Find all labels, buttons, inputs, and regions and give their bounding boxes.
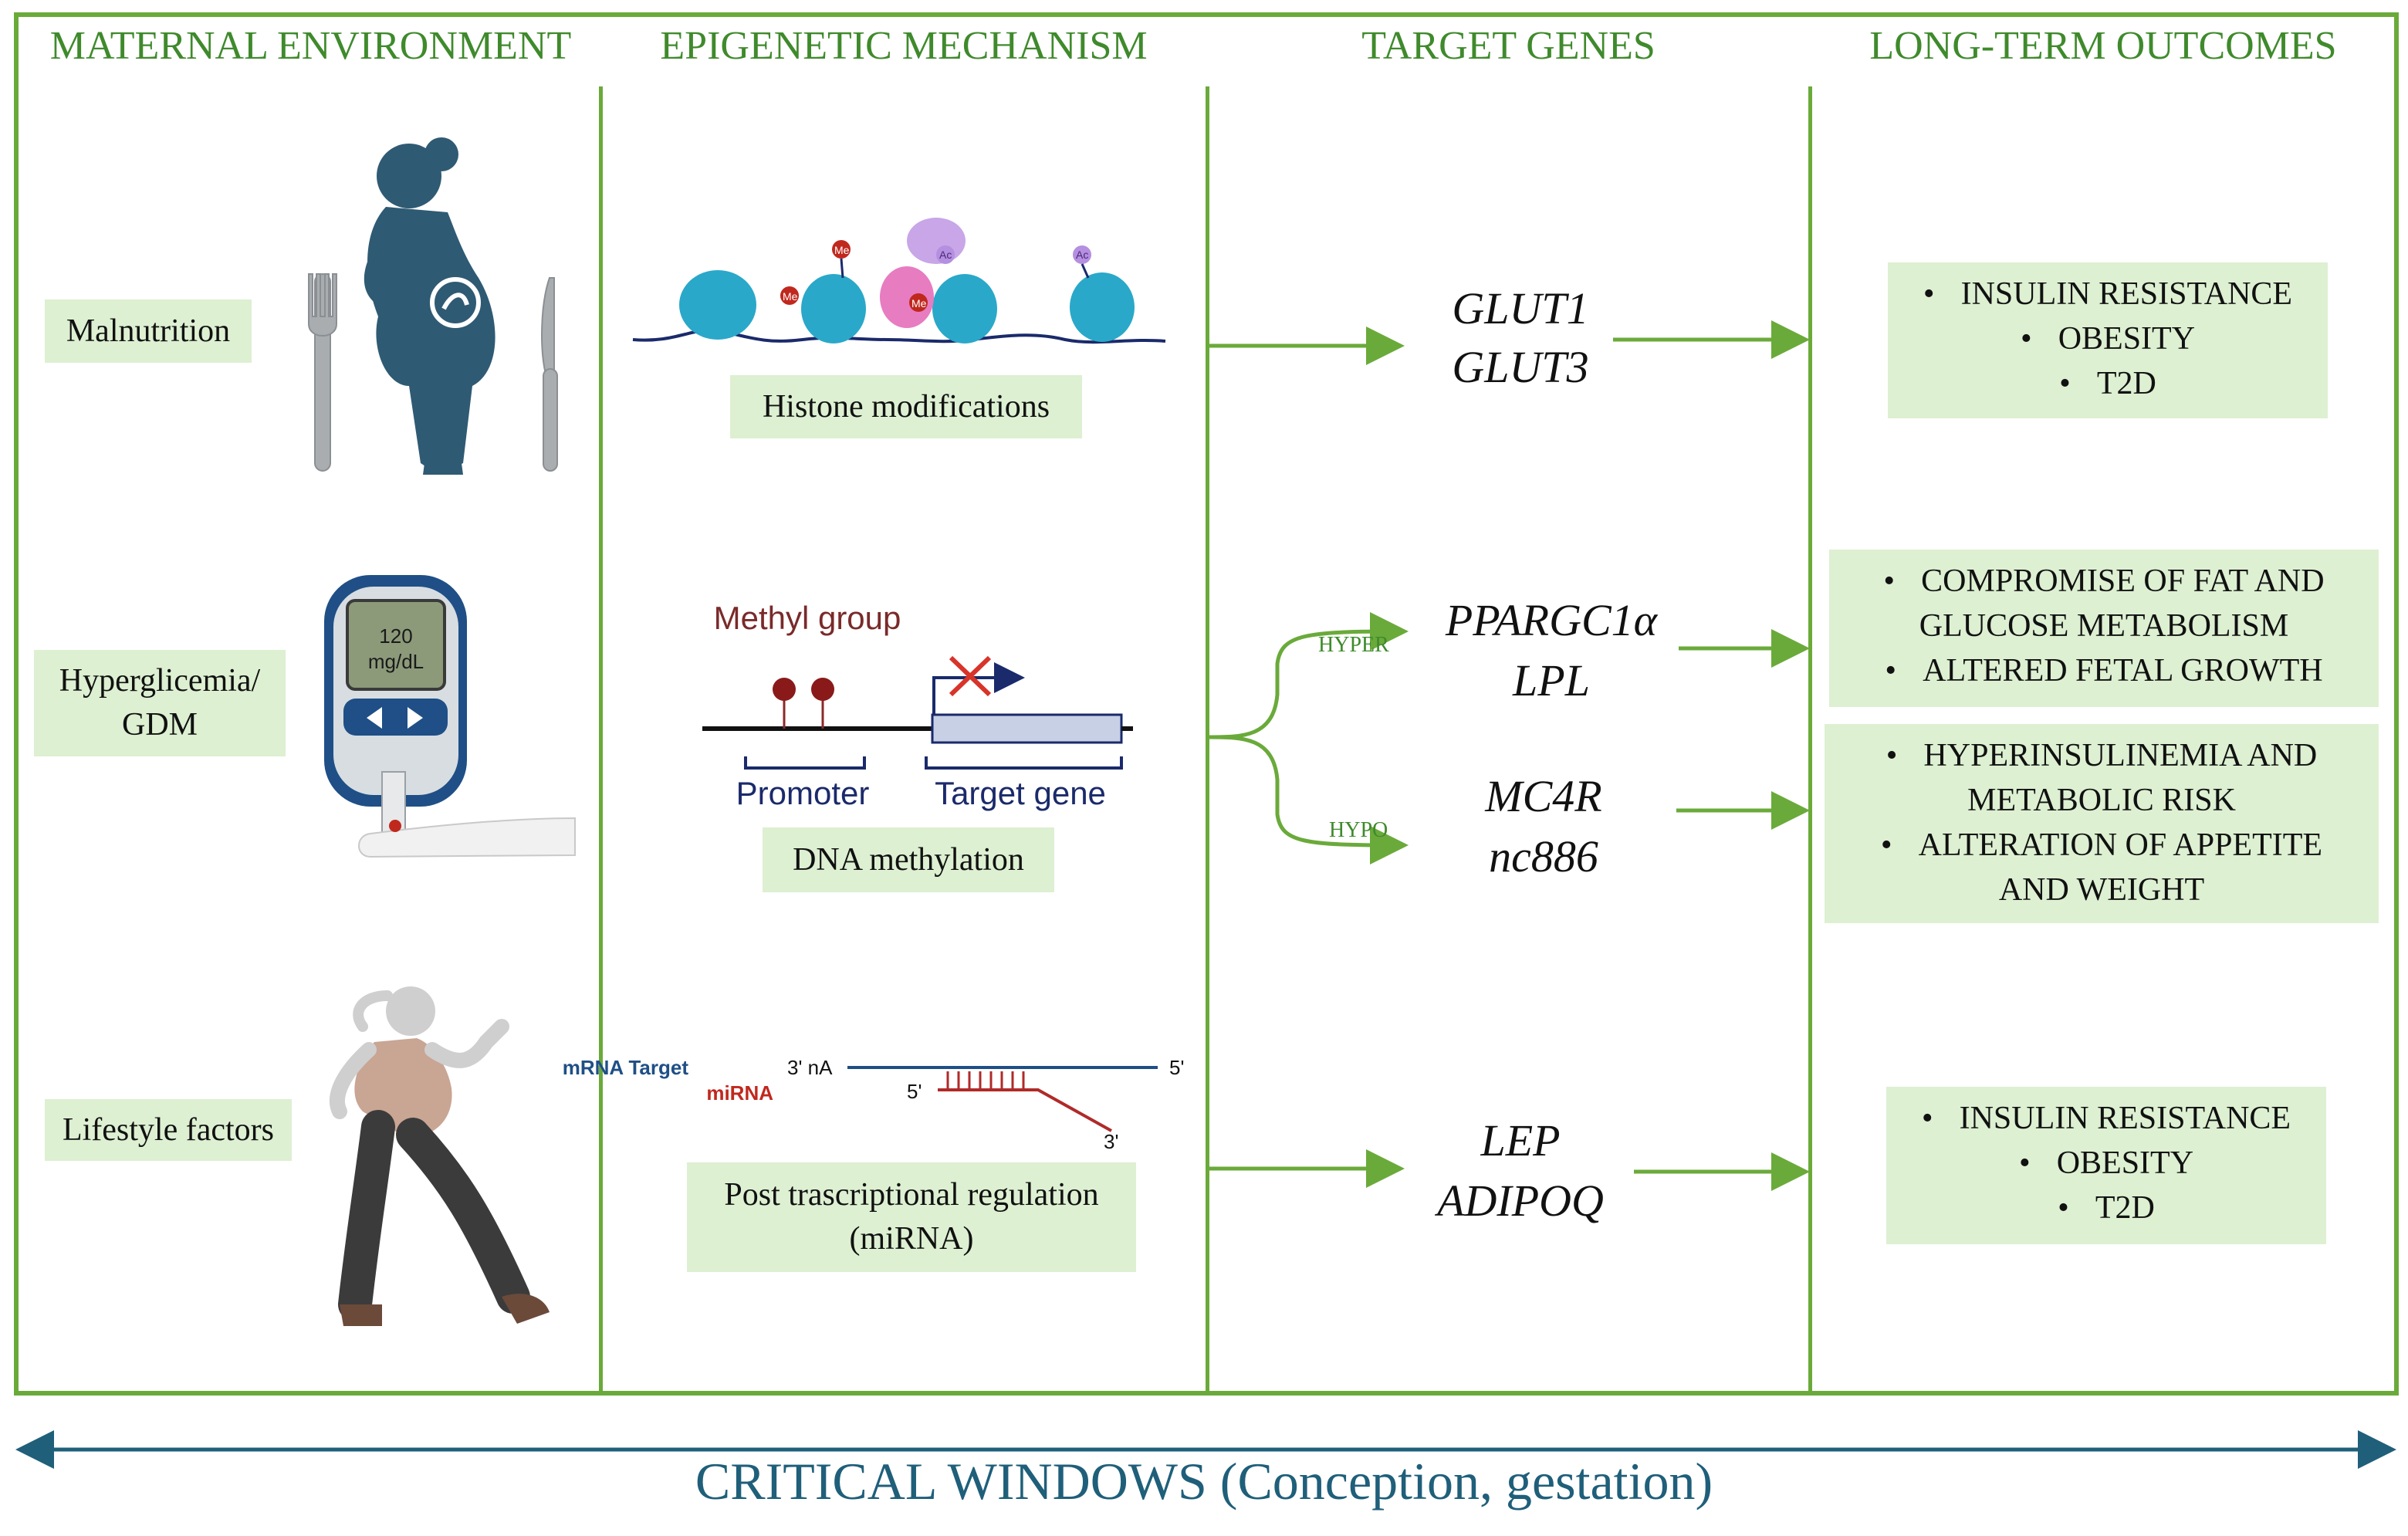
outcome-box-3: HYPERINSULINEMIA AND METABOLIC RISK ALTE… <box>1825 724 2379 923</box>
outcome-box-2: COMPROMISE OF FAT AND GLUCOSE METABOLISM… <box>1829 550 2379 707</box>
header-long-term-outcomes: LONG-TERM OUTCOMES <box>1869 24 2337 68</box>
outcome-1-item-3: T2D <box>1903 361 2312 406</box>
arrows-genes-to-outcomes <box>1613 320 1810 1191</box>
gene-lpl: LPL <box>1513 655 1590 705</box>
fetus-icon <box>430 277 481 328</box>
outcome-2-item-1-cont: GLUCOSE METABOLISM <box>1919 608 2289 644</box>
dna-methylation-schematic <box>702 655 1133 770</box>
outcome-3-item-1: HYPERINSULINEMIA AND <box>1840 733 2363 778</box>
gene-lep: LEP <box>1480 1115 1561 1166</box>
gene-ppargc1a: PPARGC1α <box>1445 595 1658 645</box>
glucometer-unit: mg/dL <box>368 650 424 673</box>
post-transcriptional-box: Post trascriptional regulation (miRNA) <box>687 1162 1136 1272</box>
header-epigenetic-mechanism: EPIGENETIC MECHANISM <box>660 24 1148 68</box>
mirna-five-prime-label: 5' <box>907 1080 922 1103</box>
histone-modifications-box: Histone modifications <box>730 375 1082 438</box>
column-divider-1 <box>599 86 603 1396</box>
outcome-box-1: INSULIN RESISTANCE OBESITY T2D <box>1888 262 2328 418</box>
mirna-schematic <box>847 1066 1158 1132</box>
outcome-2-item-2: ALTERED FETAL GROWTH <box>1845 648 2363 693</box>
column-divider-2 <box>1206 86 1209 1396</box>
hypo-label: HYPO <box>1329 818 1388 842</box>
dna-methylation-box: DNA methylation <box>763 827 1054 892</box>
lifestyle-label: Lifestyle factors <box>62 1111 275 1148</box>
arrows-mechanism-to-genes <box>1208 326 1409 1188</box>
hyperglycemia-label-line1: Hyperglicemia/ <box>59 663 261 699</box>
promoter-label: Promoter <box>736 775 870 811</box>
me-label-1: Me <box>834 244 850 256</box>
post-transcriptional-label-line2: (miRNA) <box>849 1221 974 1257</box>
gene-adipoq: ADIPOQ <box>1437 1176 1604 1226</box>
histone-dna-icon <box>632 218 1166 344</box>
knife-icon <box>541 277 558 472</box>
gene-nc886: nc886 <box>1489 831 1598 881</box>
mirna-label: miRNA <box>706 1081 773 1105</box>
gene-mc4r: MC4R <box>1485 771 1602 821</box>
lifestyle-box: Lifestyle factors <box>45 1099 292 1161</box>
outcome-1-item-1: INSULIN RESISTANCE <box>1903 272 2312 316</box>
outcome-4-item-1: INSULIN RESISTANCE <box>1902 1096 2311 1141</box>
ac-label-1: Ac <box>939 249 952 261</box>
outcome-3-item-1-cont: METABOLIC RISK <box>1967 783 2236 818</box>
gene-glut1: GLUT1 <box>1452 283 1589 333</box>
mrna-five-prime-label: 5' <box>1169 1056 1184 1079</box>
gene-glut3: GLUT3 <box>1452 342 1589 392</box>
outcome-4-item-3: T2D <box>1902 1186 2311 1230</box>
hyperglycemia-label-line2: GDM <box>121 707 198 743</box>
header-maternal-environment: MATERNAL ENVIRONMENT <box>49 24 572 68</box>
column-divider-3 <box>1808 86 1812 1396</box>
outcome-box-4: INSULIN RESISTANCE OBESITY T2D <box>1886 1087 2326 1244</box>
three-prime-na-label: 3' nA <box>787 1056 833 1079</box>
malnutrition-box: Malnutrition <box>45 299 252 363</box>
me-label-3: Me <box>911 297 927 310</box>
outcome-1-item-2: OBESITY <box>1903 316 2312 361</box>
mirna-three-prime-label: 3' <box>1104 1130 1118 1153</box>
outcome-2-item-1: COMPROMISE OF FAT AND <box>1845 559 2363 604</box>
pregnant-woman-icon <box>364 137 495 475</box>
hyper-label: HYPER <box>1318 633 1389 657</box>
outcome-3-item-2: ALTERATION OF APPETITE <box>1840 823 2363 868</box>
outcome-3-item-2-cont: AND WEIGHT <box>1998 872 2205 908</box>
malnutrition-label: Malnutrition <box>66 313 231 349</box>
hyperglycemia-box: Hyperglicemia/ GDM <box>34 650 286 756</box>
target-gene-label: Target gene <box>935 775 1106 811</box>
methyl-group-label: Methyl group <box>714 600 901 636</box>
ac-label-2: Ac <box>1076 249 1089 261</box>
glucometer-value: 120 <box>379 624 412 648</box>
header-target-genes: TARGET GENES <box>1361 24 1656 68</box>
mrna-target-label: mRNA Target <box>563 1056 689 1079</box>
fork-icon <box>308 273 337 472</box>
critical-windows-label: CRITICAL WINDOWS (Conception, gestation) <box>695 1452 1713 1511</box>
outcome-4-item-2: OBESITY <box>1902 1141 2311 1186</box>
walking-woman-icon <box>329 986 550 1326</box>
glucometer-icon <box>324 575 576 858</box>
dna-methylation-label: DNA methylation <box>793 841 1024 878</box>
histone-modifications-label: Histone modifications <box>762 388 1050 425</box>
post-transcriptional-label-line1: Post trascriptional regulation <box>724 1177 1099 1213</box>
me-label-2: Me <box>783 290 798 303</box>
